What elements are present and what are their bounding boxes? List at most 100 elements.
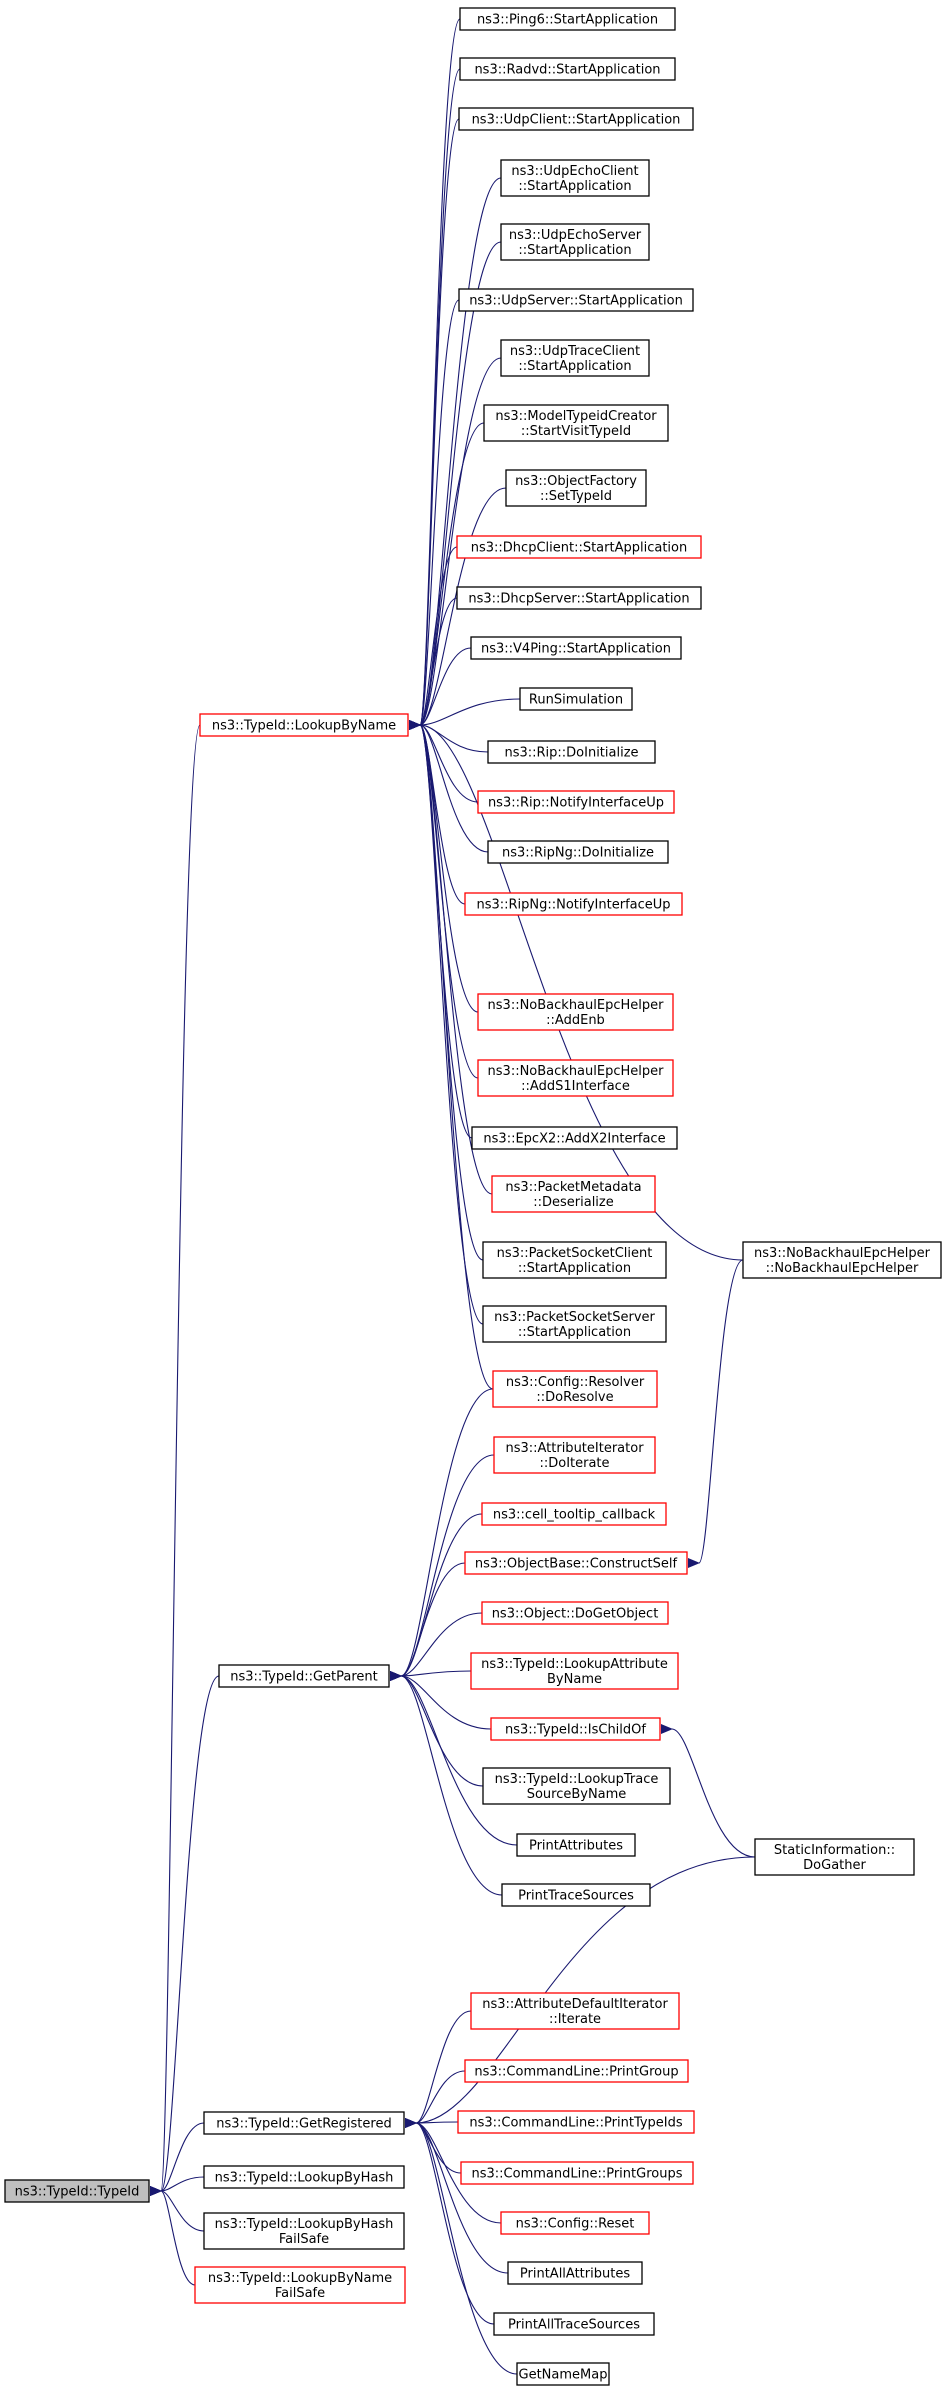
node-packetsocketclient[interactable]: ns3::PacketSocketClient::StartApplicatio… [482, 1241, 667, 1279]
node-radvd[interactable]: ns3::Radvd::StartApplication [459, 57, 676, 81]
edge-attrdefaultiter-to-getregistered [404, 2010, 472, 2129]
node-v4ping[interactable]: ns3::V4Ping::StartApplication [470, 636, 682, 660]
node-dhcpclient[interactable]: ns3::DhcpClient::StartApplication [456, 535, 702, 559]
node-printallattributes[interactable]: PrintAllAttributes [507, 2261, 643, 2285]
node-printtypeids[interactable]: ns3::CommandLine::PrintTypeIds [457, 2110, 695, 2134]
node-box [464, 2059, 689, 2083]
node-box [482, 1241, 667, 1279]
node-label: StaticInformation:: [774, 1843, 895, 1858]
node-ripngnotify[interactable]: ns3::RipNg::NotifyInterfaceUp [464, 892, 683, 916]
edge-getregistered-to-typeid [149, 2122, 205, 2197]
node-udptraceclient[interactable]: ns3::UdpTraceClient::StartApplication [500, 339, 650, 377]
node-box [477, 993, 674, 1031]
node-attributeiterator[interactable]: ns3::AttributeIterator::DoIterate [493, 1436, 656, 1474]
node-objectfactory[interactable]: ns3::ObjectFactory::SetTypeId [505, 469, 647, 507]
edge-lookupbynamefailsafe-to-typeid [149, 2185, 196, 2286]
node-ripngdoinit[interactable]: ns3::RipNg::DoInitialize [487, 840, 669, 864]
node-label: ns3::V4Ping::StartApplication [481, 642, 671, 657]
node-label: ns3::Ping6::StartApplication [477, 13, 658, 28]
node-configreset[interactable]: ns3::Config::Reset [500, 2211, 650, 2235]
node-lookupbyname[interactable]: ns3::TypeId::LookupByName [199, 713, 409, 737]
node-box [500, 2211, 650, 2235]
node-box [505, 469, 647, 507]
node-box [516, 2362, 610, 2386]
edge-dhcpclient-to-lookupbyname [408, 546, 458, 731]
node-epcx2[interactable]: ns3::EpcX2::AddX2Interface [471, 1126, 678, 1150]
node-printgroup[interactable]: ns3::CommandLine::PrintGroup [464, 2059, 689, 2083]
edge-configreset-to-getregistered [404, 2117, 502, 2224]
node-box [456, 586, 702, 610]
node-udpechoserver[interactable]: ns3::UdpEchoServer::StartApplication [500, 223, 650, 261]
node-printgroups[interactable]: ns3::CommandLine::PrintGroups [460, 2161, 694, 2185]
node-typeid[interactable]: ns3::TypeId::TypeId [4, 2179, 150, 2203]
node-label: ::StartApplication [518, 359, 631, 374]
node-getparent[interactable]: ns3::TypeId::GetParent [218, 1664, 390, 1688]
node-configresolver[interactable]: ns3::Config::Resolver::DoResolve [492, 1370, 658, 1408]
node-box [487, 740, 656, 764]
node-box [490, 1717, 661, 1741]
edge-printattributes-to-getparent [389, 1670, 518, 1846]
node-box [458, 288, 694, 312]
node-packetsocketserver[interactable]: ns3::PacketSocketServer::StartApplicatio… [482, 1305, 667, 1343]
edge-layer [149, 18, 756, 2375]
node-dogetobject[interactable]: ns3::Object::DoGetObject [481, 1601, 669, 1625]
node-label: ns3::UdpEchoServer [509, 228, 642, 243]
node-packetmetadata[interactable]: ns3::PacketMetadata::Deserialize [491, 1175, 656, 1213]
node-label: ns3::CommandLine::PrintGroup [474, 2065, 678, 2080]
node-lookupbyhash[interactable]: ns3::TypeId::LookupByHash [203, 2165, 405, 2189]
node-label: ns3::TypeId::LookupByHash [215, 2171, 394, 2186]
node-printalltracesources[interactable]: PrintAllTraceSources [493, 2312, 655, 2336]
node-runsimulation[interactable]: RunSimulation [519, 687, 633, 711]
node-box [199, 713, 409, 737]
edge-getparent-to-typeid [149, 1675, 220, 2197]
node-nobackhaulctor[interactable]: ns3::NoBackhaulEpcHelper::NoBackhaulEpcH… [742, 1241, 942, 1279]
node-box [477, 1059, 674, 1097]
node-nobackhauladdenb[interactable]: ns3::NoBackhaulEpcHelper::AddEnb [477, 993, 674, 1031]
node-label: ns3::cell_tooltip_callback [493, 1508, 656, 1523]
node-box [500, 339, 650, 377]
node-label: ns3::TypeId::LookupTrace [495, 1772, 659, 1787]
node-nobackhauladds1[interactable]: ns3::NoBackhaulEpcHelper::AddS1Interface [477, 1059, 674, 1097]
node-box [481, 1601, 669, 1625]
node-ripdoinit[interactable]: ns3::Rip::DoInitialize [487, 740, 656, 764]
edge-udpclient-to-lookupbyname [408, 118, 460, 731]
node-constructself[interactable]: ns3::ObjectBase::ConstructSelf [464, 1551, 688, 1575]
node-celltooltip[interactable]: ns3::cell_tooltip_callback [481, 1502, 667, 1526]
node-box [203, 2212, 405, 2250]
node-printattributes[interactable]: PrintAttributes [516, 1833, 636, 1857]
node-label: PrintAllAttributes [520, 2267, 630, 2282]
node-label: ns3::ObjectFactory [515, 474, 637, 489]
node-attrdefaultiter[interactable]: ns3::AttributeDefaultIterator::Iterate [470, 1992, 680, 2030]
node-udpserver[interactable]: ns3::UdpServer::StartApplication [458, 288, 694, 312]
node-ripnotify[interactable]: ns3::Rip::NotifyInterfaceUp [477, 790, 675, 814]
node-label: DoGather [803, 1858, 866, 1873]
node-label: ns3::Config::Reset [516, 2217, 635, 2232]
node-ischildof[interactable]: ns3::TypeId::IsChildOf [490, 1717, 661, 1741]
node-dhcpserver[interactable]: ns3::DhcpServer::StartApplication [456, 586, 702, 610]
node-label: GetNameMap [519, 2368, 608, 2383]
node-staticinfo[interactable]: StaticInformation::DoGather [754, 1838, 915, 1876]
node-udpechoclient[interactable]: ns3::UdpEchoClient::StartApplication [500, 159, 650, 197]
node-label: ns3::DhcpClient::StartApplication [471, 541, 687, 556]
node-box [482, 1305, 667, 1343]
node-box [203, 2165, 405, 2189]
node-getnamemap[interactable]: GetNameMap [516, 2362, 610, 2386]
node-box [491, 1175, 656, 1213]
node-printtracesources[interactable]: PrintTraceSources [501, 1883, 651, 1907]
node-label: ns3::Rip::DoInitialize [504, 746, 638, 761]
node-box [487, 840, 669, 864]
node-label: ns3::Object::DoGetObject [492, 1607, 659, 1622]
node-label: ns3::TypeId::LookupByName [212, 719, 396, 734]
node-label: SourceByName [527, 1787, 627, 1802]
node-udpclient[interactable]: ns3::UdpClient::StartApplication [458, 107, 694, 131]
node-ping6[interactable]: ns3::Ping6::StartApplication [459, 7, 676, 31]
node-box [742, 1241, 942, 1279]
node-getregistered[interactable]: ns3::TypeId::GetRegistered [203, 2111, 405, 2135]
node-modeltypeidcreator[interactable]: ns3::ModelTypeidCreator::StartVisitTypeI… [483, 404, 669, 442]
node-label: ns3::AttributeIterator [505, 1441, 644, 1456]
node-box [458, 107, 694, 131]
